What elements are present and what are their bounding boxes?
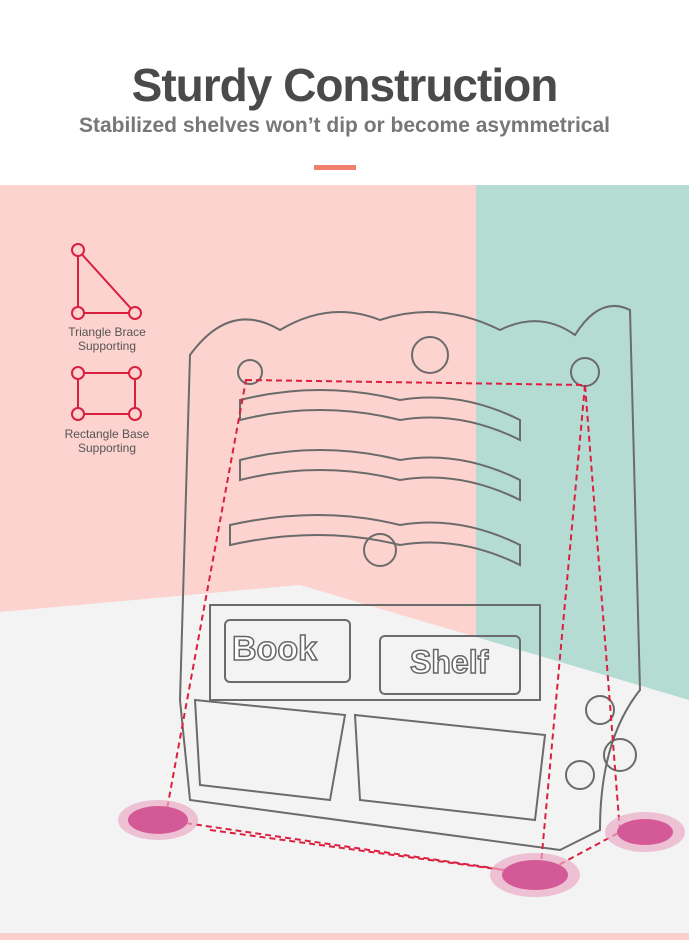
floor-area (0, 585, 689, 935)
bottom-strip (0, 933, 689, 940)
brace-dashed-lines (163, 378, 622, 877)
foot-markers (118, 800, 685, 897)
bookshelf-sketch (178, 305, 642, 852)
sign-book: Book (231, 629, 318, 669)
page-subtitle: Stabilized shelves won’t dip or become a… (78, 114, 610, 137)
rectangle-base-icon (71, 366, 142, 421)
accent-bar (314, 165, 356, 170)
legend-label-line2: Supporting (77, 441, 137, 455)
legend-label-line1: Triangle Brace (68, 325, 146, 339)
legend-label-line1: Rectangle Base (64, 427, 150, 441)
page-title: Sturdy Construction (131, 59, 559, 111)
triangle-brace-icon (71, 243, 142, 320)
sign-shelf: Shelf (409, 643, 489, 681)
legend-label-line2: Supporting (77, 339, 137, 353)
